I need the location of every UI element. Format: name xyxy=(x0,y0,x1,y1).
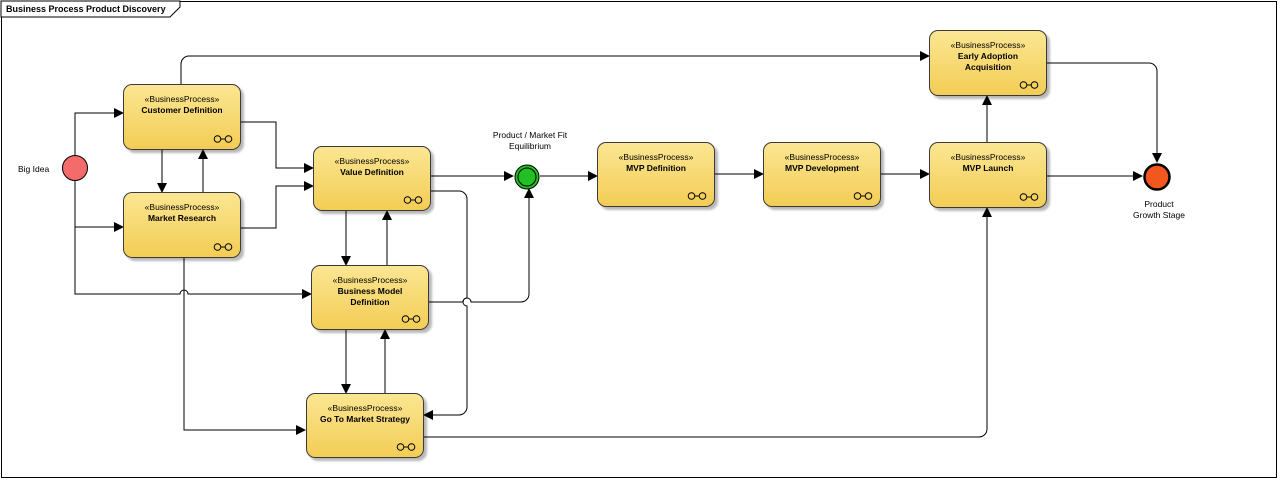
connector-gtm-launch xyxy=(424,207,992,438)
process-glasses-icon xyxy=(1019,81,1039,89)
stereotype-label: «BusinessProcess» xyxy=(332,275,408,285)
end-event-label-line2: Growth Stage xyxy=(1133,210,1185,220)
connector-market-value xyxy=(241,181,314,229)
frame-tab-shape xyxy=(0,0,181,18)
connector-market-gtm xyxy=(183,258,306,435)
start-event-label: Big Idea xyxy=(18,164,50,174)
gateway-product-market-fit[interactable] xyxy=(514,164,540,190)
node-title: MVP Definition xyxy=(626,163,686,173)
connector-business-gateway xyxy=(429,188,534,303)
connector-bigidea-customer xyxy=(74,108,124,168)
gateway-label-line2: Equilibrium xyxy=(508,141,552,151)
connector-value-gtm xyxy=(423,190,468,420)
process-glasses-icon xyxy=(213,243,233,251)
node-business-model-definition[interactable]: «BusinessProcess» Business Model Definit… xyxy=(311,265,429,330)
node-title: Customer Definition xyxy=(141,105,223,115)
node-market-research[interactable]: «BusinessProcess» Market Research xyxy=(123,192,241,258)
process-glasses-icon xyxy=(396,443,416,451)
stereotype-label: «BusinessProcess» xyxy=(784,152,860,162)
node-title: Value Definition xyxy=(340,167,404,177)
end-event-product-growth[interactable] xyxy=(1143,163,1171,191)
node-title: Business Model xyxy=(337,286,403,296)
stereotype-label: «BusinessProcess» xyxy=(618,152,694,162)
node-title: Go To Market Strategy xyxy=(319,414,411,424)
gateway-inner-ring xyxy=(517,167,537,187)
node-customer-definition[interactable]: «BusinessProcess» Customer Definition xyxy=(123,84,241,150)
node-title-line2: Acquisition xyxy=(964,62,1012,72)
stereotype-label: «BusinessProcess» xyxy=(327,403,403,413)
gateway-label: Product / Market Fit Equilibrium xyxy=(480,130,580,152)
gateway-label-line1: Product / Market Fit xyxy=(492,130,568,140)
process-glasses-icon xyxy=(1019,193,1039,201)
stereotype-label: «BusinessProcess» xyxy=(950,40,1026,50)
process-glasses-icon xyxy=(401,315,421,323)
node-title: MVP Development xyxy=(784,163,859,173)
node-mvp-development[interactable]: «BusinessProcess» MVP Development xyxy=(763,142,881,207)
stereotype-label: «BusinessProcess» xyxy=(144,94,220,104)
connector-customer-value xyxy=(241,121,314,173)
process-glasses-icon xyxy=(213,135,233,143)
node-mvp-launch[interactable]: «BusinessProcess» MVP Launch xyxy=(929,142,1047,208)
stereotype-label: «BusinessProcess» xyxy=(144,202,220,212)
node-title: Market Research xyxy=(147,213,217,223)
connector-bigidea-business xyxy=(74,227,312,299)
connector-early-end xyxy=(1047,62,1162,163)
process-glasses-icon xyxy=(853,192,873,200)
start-event-big-idea[interactable] xyxy=(62,155,88,181)
node-title-line2: Definition xyxy=(350,297,390,307)
connector-customer-early xyxy=(180,51,930,84)
stereotype-label: «BusinessProcess» xyxy=(950,152,1026,162)
process-glasses-icon xyxy=(403,196,423,204)
node-go-to-market-strategy[interactable]: «BusinessProcess» Go To Market Strategy xyxy=(306,393,424,458)
node-mvp-definition[interactable]: «BusinessProcess» MVP Definition xyxy=(597,142,715,207)
frame-title: Business Process Product Discovery xyxy=(6,4,166,14)
process-glasses-icon xyxy=(687,192,707,200)
node-value-definition[interactable]: «BusinessProcess» Value Definition xyxy=(313,146,431,211)
stereotype-label: «BusinessProcess» xyxy=(334,156,410,166)
node-title: Early Adoption xyxy=(957,51,1019,61)
end-event-label: Product Growth Stage xyxy=(1120,199,1198,221)
node-title: MVP Launch xyxy=(962,163,1014,173)
end-event-label-line1: Product xyxy=(1144,199,1174,209)
node-early-adoption-acquisition[interactable]: «BusinessProcess» Early Adoption Acquisi… xyxy=(929,30,1047,96)
